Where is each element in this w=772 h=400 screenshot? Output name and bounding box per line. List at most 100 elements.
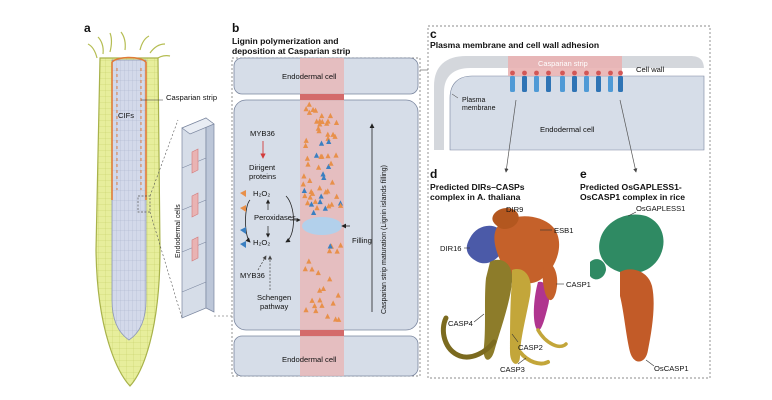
label-dir9: DIR9 [506,205,523,214]
lignin-triangle [325,131,331,137]
strip-anchor [510,70,515,76]
label-dirigent-1: Dirigent [249,163,276,172]
label-filling: Filling [352,236,372,245]
lignin-triangle [320,285,327,292]
lignin-triangle [306,109,313,115]
lignin-triangle [307,177,313,184]
label-peroxidases: Peroxidases [254,213,296,222]
root-stele [111,59,147,341]
lignin-triangle [329,179,335,185]
label-plasma-2: membrane [462,105,496,112]
panel-c-frame [427,25,711,379]
label-endodermal-cell-top: Endodermal cell [282,72,337,81]
label-h2o2-bottom: H₂O₂ [253,238,270,247]
label-h2o2-top: H₂O₂ [253,189,270,198]
label-endodermal-cells: Endodermal cells [175,204,182,258]
lignin-triangle [309,297,315,303]
panel-b: b Lignin polymerization and deposition a… [231,21,421,377]
label-osgapless1: OsGAPLESS1 [636,204,685,213]
lignin-triangle [317,118,323,124]
strip-anchor [572,70,577,76]
lignin-triangle [304,200,311,206]
lignin-triangle [323,189,329,195]
root-hairs [87,31,171,61]
membrane-protein [596,76,601,92]
filling-zone [302,217,342,235]
lignin-triangle [317,121,323,127]
casp1-blob [542,262,558,301]
lignin-triangle [324,120,330,126]
lignin-triangle [319,302,325,308]
osgapless-oscasp-complex [590,214,664,362]
membrane-protein [560,76,565,92]
lignin-triangle [306,258,312,264]
membrane-proteins [510,70,623,92]
membrane-protein [510,76,515,92]
lignin-triangle [303,106,309,112]
monolignol-triangle [308,201,315,207]
osgapless1-blob [599,214,664,274]
lignin-triangle [338,242,344,248]
lignin-triangle [312,302,318,309]
lignin-triangle [333,119,340,125]
strip-anchor [618,70,623,76]
label-myb36-bottom: MYB36 [240,271,265,280]
panel-c: c Plasma membrane and cell wall adhesion… [427,25,711,379]
lignin-triangle [318,153,324,160]
lignin-triangle [333,152,339,158]
monolignol-triangle [311,209,317,216]
membrane-protein [572,76,577,92]
label-endodermal-cell-bottom: Endodermal cell [282,355,337,364]
monolignol-triangle [337,200,344,206]
membrane-protein [584,76,589,92]
lignin-triangle [330,131,336,137]
panel-e-title-2: OsCASP1 complex in rice [580,192,685,202]
lignin-triangle [334,193,340,199]
casp-gold-tail [536,328,568,349]
endodermal-cell-c-shape [449,75,705,151]
monolignol-triangle [318,140,325,146]
lignin-triangle [315,269,321,276]
monolignol-triangle [321,174,327,180]
lignin-triangle [312,198,318,204]
lignin-triangle [316,128,322,134]
panel-e: e Predicted OsGAPLESS1- OsCASP1 complex … [580,167,689,373]
panel-b-letter: b [232,21,239,35]
casp-magenta-blob [533,281,550,331]
lignin-triangle [304,155,310,161]
lignin-triangle [325,135,331,141]
panel-d-title-2: complex in A. thaliana [430,192,521,202]
panel-d-letter: d [430,167,437,181]
monolignol-triangle [325,163,332,169]
label-schengen-2: pathway [260,302,288,311]
strip-anchor [522,70,527,76]
oscasp1-blob [620,269,654,362]
panel-a-letter: a [84,21,91,35]
root-casparian-strip [111,56,147,200]
strip-anchor [534,70,539,76]
label-maturation: Casparian strip maturation (Lignin islan… [381,165,388,314]
membrane-protein [608,76,613,92]
lignin-triangle [302,142,309,148]
osgapless1-lobe [590,259,606,280]
lignin-triangle [327,112,334,119]
lignin-triangle [330,300,336,306]
strip-anchor [596,70,601,76]
panel-d: d Predicted DIRs–CASPs complex in A. tha… [430,167,591,374]
strip-anchor [584,70,589,76]
lignin-triangle [325,153,331,159]
lignin-triangle [313,307,319,314]
panel-e-title-1: Predicted OsGAPLESS1- [580,182,682,192]
label-esb1: ESB1 [554,226,573,235]
lignin-triangle [302,192,308,199]
lignin-triangle [300,181,306,187]
esb1-blob [494,216,560,284]
lignin-triangle [326,203,332,209]
lignin-triangle [314,205,320,211]
membrane-protein [618,76,623,92]
panel-c-title: Plasma membrane and cell wall adhesion [430,40,599,50]
dirs-casps-complex [440,208,568,366]
casp-gold-blob [510,269,531,364]
lignin-triangle [312,107,319,113]
